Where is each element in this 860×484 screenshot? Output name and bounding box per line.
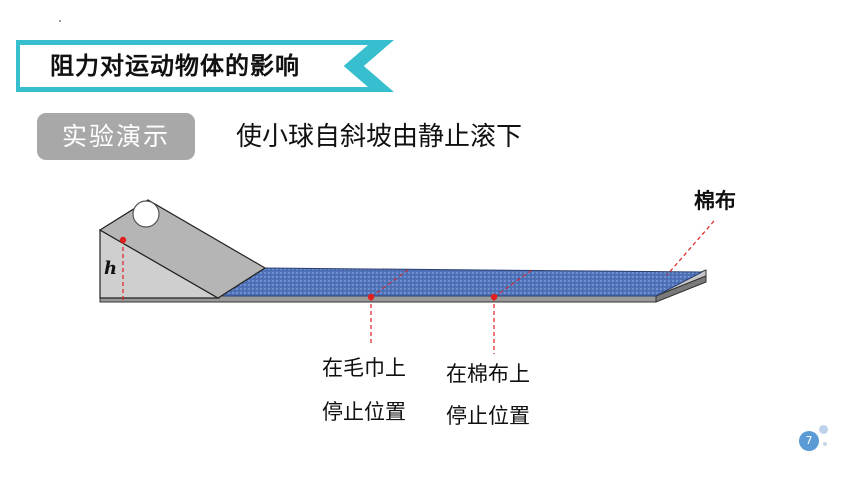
- towel-surface: [216, 267, 703, 297]
- towel-stop-label-line2: 停止位置: [322, 400, 406, 424]
- demo-badge: 实验演示: [37, 113, 195, 160]
- cotton-label: 棉布: [694, 189, 736, 213]
- base-board-side: [655, 275, 707, 303]
- height-marker-dot: [119, 236, 127, 244]
- page-title: 阻力对运动物体的影响: [50, 52, 300, 80]
- decorative-dot: [59, 20, 61, 22]
- ball: [132, 200, 160, 228]
- cloth-stop-label-line2: 停止位置: [446, 404, 530, 428]
- decorative-dot: [819, 425, 828, 434]
- page-number: 7: [799, 431, 819, 451]
- decorative-dot: [823, 442, 827, 446]
- instruction-text: 使小球自斜坡由静止滚下: [236, 122, 523, 152]
- cloth-stop-label-line1: 在棉布上: [446, 362, 530, 386]
- cotton-pointer: [666, 220, 715, 276]
- towel-stop-label-line1: 在毛巾上: [322, 356, 406, 380]
- cloth-stop-pointer: [493, 269, 533, 298]
- cloth-stop-dot: [490, 293, 498, 301]
- height-label: h: [104, 258, 118, 279]
- towel-stop-dot: [367, 293, 375, 301]
- towel-stop-pointer: [370, 269, 409, 298]
- title-banner-inner: [20, 45, 368, 87]
